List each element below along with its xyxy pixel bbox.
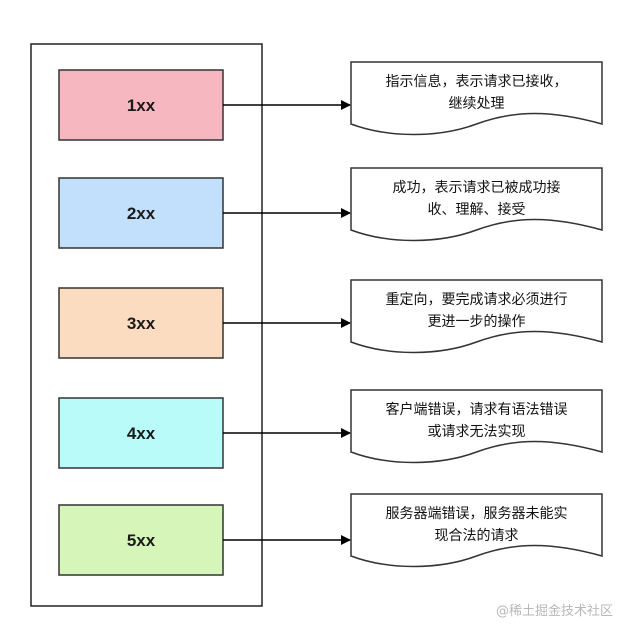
watermark: @稀土掘金技术社区 <box>495 604 613 619</box>
description-document-4xx <box>350 389 603 464</box>
status-code-label-4xx: 4xx <box>127 424 156 443</box>
description-document-3xx <box>350 279 603 354</box>
description-line-5xx-2: 现合法的请求 <box>435 528 519 544</box>
description-line-1xx-2: 继续处理 <box>449 95 505 112</box>
description-line-2xx-1: 成功，表示请求已被成功接 <box>393 179 561 196</box>
description-line-4xx-2: 或请求无法实现 <box>428 424 526 440</box>
status-code-label-1xx: 1xx <box>127 96 156 115</box>
description-document-1xx <box>350 61 603 136</box>
description-line-4xx-1: 客户端错误，请求有语法错误 <box>386 401 568 418</box>
status-code-label-5xx: 5xx <box>127 531 156 550</box>
description-line-2xx-2: 收、理解、接受 <box>428 201 526 218</box>
status-box-2xx <box>58 177 224 249</box>
description-line-5xx-1: 服务器端错误，服务器未能实 <box>386 506 568 522</box>
status-box-5xx <box>58 504 224 576</box>
description-document-5xx <box>350 493 603 568</box>
description-line-3xx-2: 更进一步的操作 <box>428 314 526 330</box>
status-box-1xx <box>58 69 224 141</box>
status-box-4xx <box>58 397 224 469</box>
description-line-3xx-1: 重定向，要完成请求必须进行 <box>386 292 568 308</box>
description-document-2xx <box>350 167 603 242</box>
status-code-label-2xx: 2xx <box>127 204 156 223</box>
status-code-label-3xx: 3xx <box>127 314 156 333</box>
description-line-1xx-1: 指示信息，表示请求已接收， <box>386 73 568 90</box>
